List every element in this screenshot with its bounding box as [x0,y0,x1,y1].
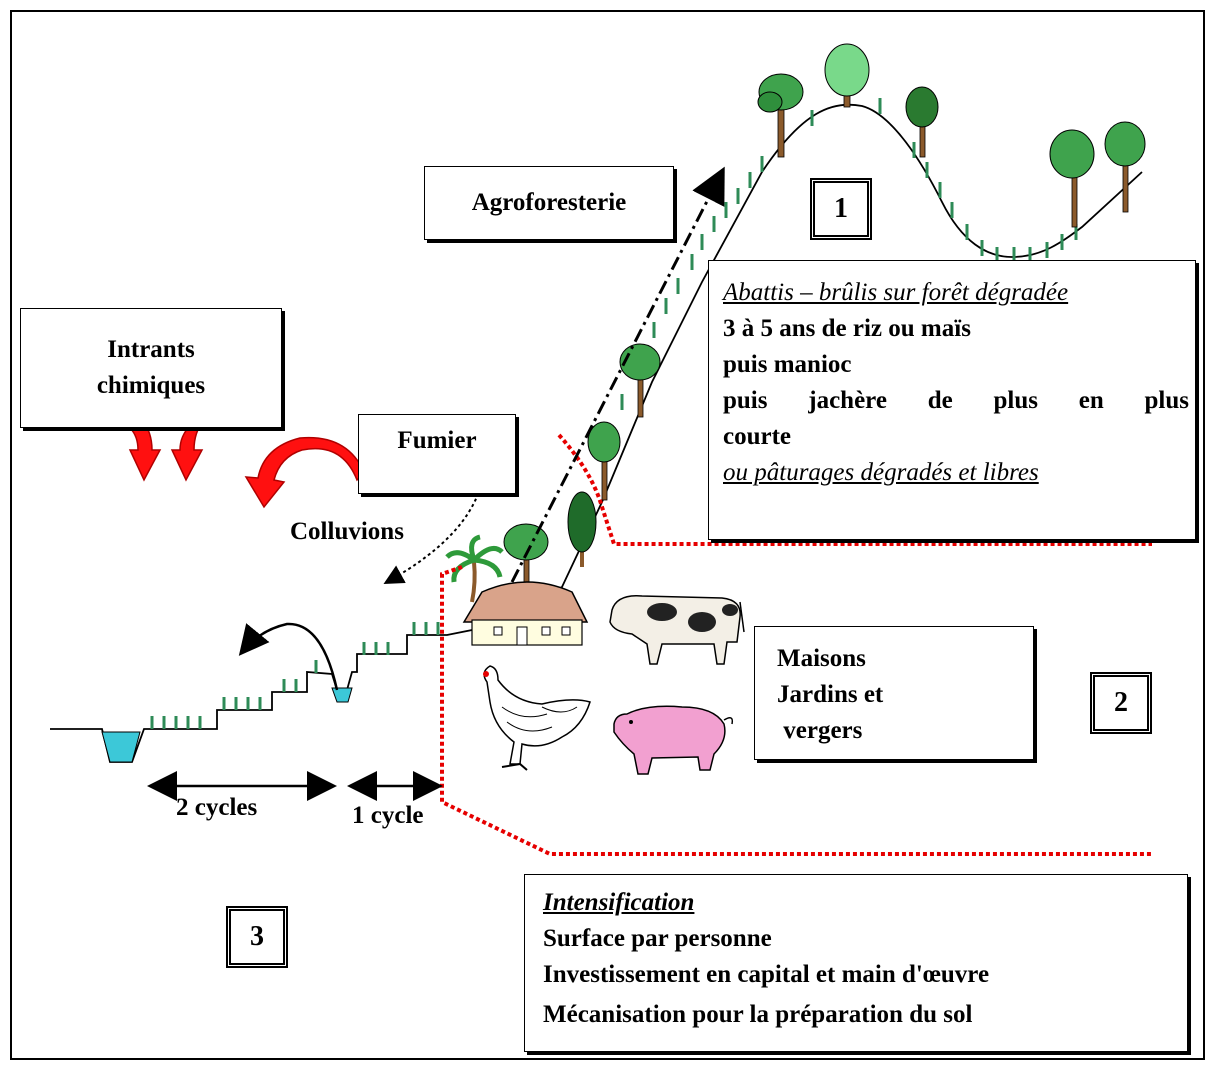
tree-icon [905,86,939,158]
water-pond-icon [331,687,353,703]
tree-icon [619,343,661,418]
manure-box: Fumier [358,414,516,494]
water-return-arrow [238,622,339,691]
zone-2-marker: 2 [1090,672,1152,734]
zone-boundary-2 [440,565,1152,856]
zone-1-line1: 3 à 5 ans de riz ou maïs [723,315,971,342]
chemical-inputs-line2: chimiques [96,372,206,399]
tree-icon [757,73,804,158]
zone-1-line2: puis manioc [723,351,852,378]
zone-3-line3: Mécanisation pour la préparation du sol [543,1001,973,1028]
zone-2-description-box: Maisons Jardins et vergers [754,626,1034,760]
zone-3-marker: 3 [226,906,288,968]
agroforestry-arrow [510,166,725,583]
agroforestry-box: Agroforesterie [424,166,674,240]
water-pond-icon [101,731,141,763]
two-cycles-label: 2 cycles [176,794,258,821]
zone-2-line1: Maisons [777,645,866,672]
zone-1-line3: puis jachère de plus en plus [723,387,1189,414]
landscape-diagram [50,43,1152,856]
red-curved-arrow-icon [128,419,365,509]
zone-1-line4: courte [723,423,792,450]
manure-label: Fumier [397,427,477,454]
tree-icon [1104,121,1146,213]
zone-3-line2: Investissement en capital et main d'œuvr… [543,961,990,988]
palm-tree-icon [445,534,504,603]
agroforestry-label: Agroforesterie [471,189,627,216]
tree-icon [824,43,870,108]
tree-icon [587,421,621,501]
cow-icon [609,595,745,665]
diagram-frame: Agroforesterie Intrants chimiques Fumier… [10,10,1205,1060]
zone-1-marker: 1 [810,178,872,240]
zone-1-description-box: Abattis – brûlis sur forêt dégradée 3 à … [708,260,1196,540]
tree-icon [1049,129,1095,228]
zone-1-footer: ou pâturages dégradés et libres [723,459,1039,486]
zone-boundary-1 [557,433,1152,546]
pig-icon [613,705,734,775]
zone-3-heading: Intensification [543,889,695,916]
zone-2-line2: Jardins et [777,681,884,708]
house-icon [462,581,589,646]
tree-icon [567,491,597,567]
zone-2-line3: vergers [777,717,863,744]
chemical-inputs-line1: Intrants [107,336,195,363]
zone-3-description-box: Intensification Surface par personne Inv… [524,874,1188,1052]
colluvions-label: Colluvions [290,518,404,545]
chicken-icon [483,665,591,771]
one-cycle-label: 1 cycle [352,802,424,829]
grass-strips [150,98,1078,729]
chemical-inputs-box: Intrants chimiques [20,308,282,428]
zone-1-heading: Abattis – brûlis sur forêt dégradée [723,279,1069,306]
zone-3-line1: Surface par personne [543,925,772,952]
